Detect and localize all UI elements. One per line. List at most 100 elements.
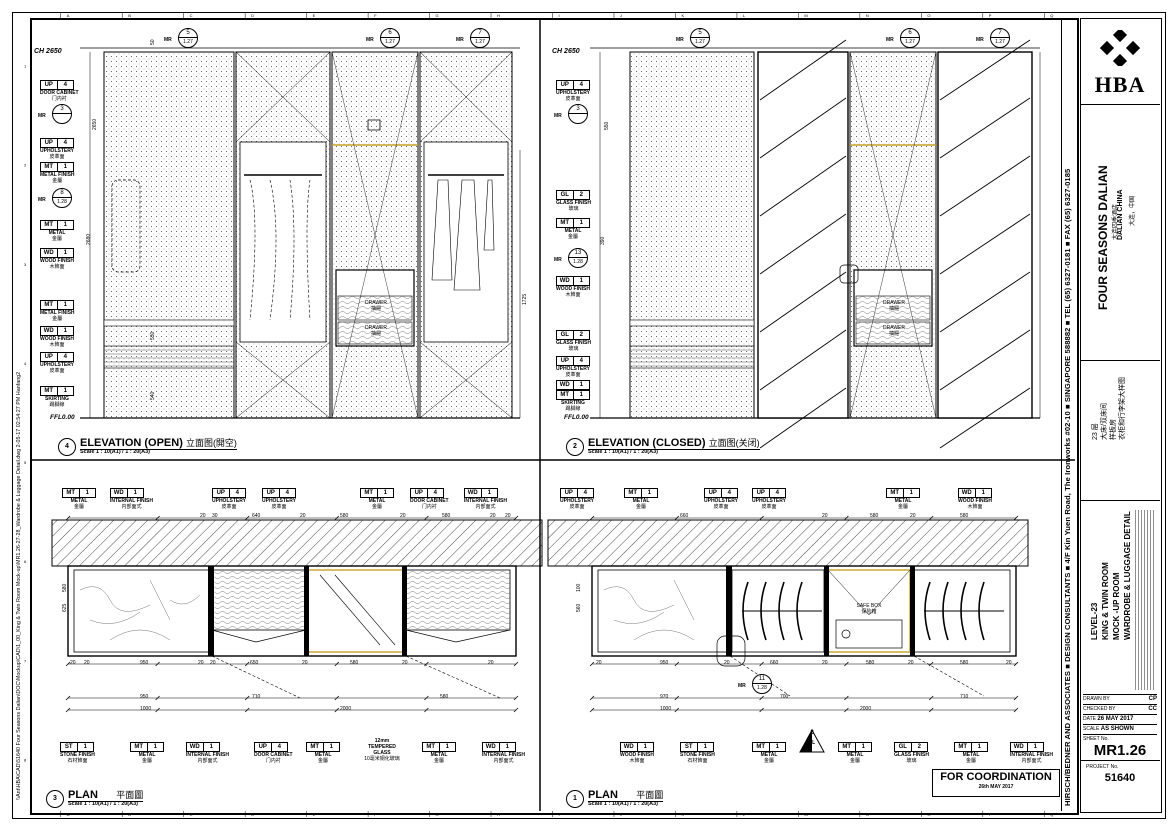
dimension-text: 1000 — [660, 706, 672, 712]
tag-name-cn: 金屬 — [52, 316, 63, 322]
tag-name: UPHOLSTERY — [212, 498, 246, 504]
dimension-text: 20 — [910, 513, 916, 519]
tag-name: METAL — [368, 498, 386, 504]
ref-number: 6 — [901, 29, 919, 38]
dimension-text: 660 — [680, 513, 689, 519]
sheet-title-1: KING & TWIN ROOM — [1101, 562, 1110, 640]
tag-code: UP — [213, 489, 230, 497]
tag-number: 1 — [85, 490, 89, 496]
drawing-area — [30, 18, 1079, 815]
ref-number: 5 — [691, 29, 709, 38]
tag-number: 1 — [63, 222, 67, 228]
ref-label: MR — [738, 683, 746, 689]
tag-name: WOOD FINISH — [40, 336, 74, 342]
tag-number: 4 — [433, 490, 437, 496]
tag-number: 1 — [63, 250, 67, 256]
tag-code: UP — [263, 489, 280, 497]
ref-label: MR — [38, 197, 46, 203]
tag-number: 4 — [579, 358, 583, 364]
tag-name: UPHOLSTERY — [704, 498, 738, 504]
view-title-text: ELEVATION (CLOSED) — [588, 437, 709, 449]
tag-name-cn: 皮革面 — [565, 372, 581, 378]
tag-name: UPHOLSTERY — [40, 362, 74, 368]
dimension-text: 2000 — [340, 706, 352, 712]
tag-name-cn: 金屬 — [141, 758, 152, 764]
tag-code: WD — [1011, 743, 1028, 751]
tag-name-cn: 皮革面 — [713, 504, 729, 510]
view-title-text: PLAN — [68, 789, 117, 801]
tag-code: MT — [955, 743, 972, 751]
tag-code: WD — [41, 327, 58, 335]
dimension-text: 20 — [70, 660, 76, 666]
grid-number: 1 — [24, 64, 27, 69]
dimension-text: 580 — [870, 513, 879, 519]
grid-letter: G — [436, 812, 439, 817]
grid-letter: Q — [1050, 812, 1053, 817]
ref-label: MR — [976, 37, 984, 43]
ref-number: 7 — [471, 29, 489, 38]
grid-letter: L — [743, 812, 746, 817]
tag-name: GLASS FINISH — [894, 752, 930, 758]
tag-code: UP — [41, 353, 58, 361]
dimension-text: 20 — [908, 660, 914, 666]
tag-number: 1 — [63, 388, 67, 394]
project-location-cn: 大连，中国 — [1130, 195, 1136, 226]
tag-number: 1 — [133, 490, 137, 496]
tag-name: UPHOLSTERY — [752, 498, 786, 504]
sheet-level: LEVEL-23 — [1090, 602, 1099, 640]
firm-banner: HIRSCH/BEDNER AND ASSOCIATES ■ DESIGN CO… — [1063, 168, 1072, 806]
tag-name: SKIRTING — [561, 400, 585, 406]
tag-number: 1 — [981, 490, 985, 496]
grid-number: 5 — [24, 460, 27, 465]
tag-name-cn: 玻璃 — [568, 206, 579, 212]
ref-number: 11 — [753, 675, 771, 684]
tag-name: WOOD FINISH — [958, 498, 992, 504]
fine-print — [1135, 510, 1155, 690]
dimension-text: 20 — [198, 660, 204, 666]
dimension-text: 580 — [350, 660, 359, 666]
tag-name-cn: 金屬 — [73, 504, 84, 510]
view-title-cn: 立面图(关闭) — [708, 438, 760, 448]
tag-name-cn: 皮革面 — [565, 96, 581, 102]
tag-code: ST — [681, 743, 698, 751]
tag-name: INTERNAL FINISH — [482, 752, 525, 758]
grid-letter: C — [190, 812, 193, 817]
tag-name-cn: 木飾面 — [49, 342, 65, 348]
tag-code: WD — [959, 489, 976, 497]
tag-name-cn: 石材飾面 — [67, 758, 88, 764]
tag-code: UP — [255, 743, 272, 751]
tag-number: 2 — [579, 332, 583, 338]
tag-name: UPHOLSTERY — [556, 366, 590, 372]
tag-name: WOOD FINISH — [40, 258, 74, 264]
tag-code: MT — [41, 221, 58, 229]
view-scale: Scale 1 : 10(A1) / 1 : 20(A3) — [588, 449, 659, 455]
tag-number: 4 — [277, 744, 281, 750]
tag-number: 1 — [83, 744, 87, 750]
tag-name-cn: 门内衬 — [51, 96, 67, 102]
title-block — [1080, 18, 1162, 813]
elevation-open — [80, 47, 521, 419]
dimension-text: 580 — [442, 513, 451, 519]
tag-code: WD — [621, 743, 638, 751]
tag-code: WD — [465, 489, 482, 497]
ref-sheet: 1.27 — [385, 39, 395, 45]
tag-name-cn: 内部面式 — [197, 758, 218, 764]
tag-name-cn: 皮革面 — [49, 154, 65, 160]
tag-code: UP — [753, 489, 770, 497]
